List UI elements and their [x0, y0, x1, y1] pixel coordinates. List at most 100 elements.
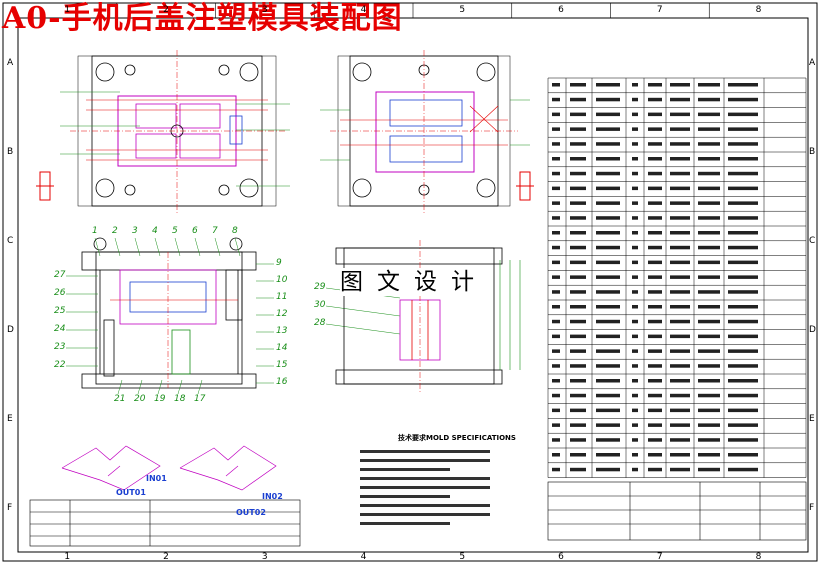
spec-text-mark — [360, 486, 490, 489]
bom-cell-mark — [552, 260, 560, 265]
bom-cell-mark — [596, 319, 620, 324]
bom-cell-mark — [698, 171, 720, 176]
bom-cell-mark — [728, 393, 758, 398]
bom-cell-mark — [570, 364, 586, 368]
bom-cell-mark — [728, 201, 758, 205]
spec-text-mark — [360, 459, 490, 462]
bom-cell-mark — [570, 112, 586, 117]
spec-text-mark — [360, 468, 450, 471]
bom-cell-mark — [698, 379, 720, 383]
bom-cell-mark — [552, 245, 560, 250]
bom-cell-mark — [552, 379, 560, 383]
bom-cell-mark — [570, 379, 586, 383]
bom-cell-mark — [670, 171, 690, 176]
bom-cell-mark — [648, 171, 662, 176]
bom-cell-mark — [728, 83, 758, 87]
bom-cell-mark — [728, 438, 758, 442]
bom-cell-mark — [728, 245, 758, 250]
bom-cell-mark — [648, 245, 662, 250]
bom-cell-mark — [570, 275, 586, 279]
bom-cell-mark — [648, 423, 662, 427]
top-view-left — [60, 50, 290, 214]
part-number: 20 — [134, 394, 146, 404]
bom-cell-mark — [648, 216, 662, 220]
bom-cell-mark — [632, 290, 638, 294]
bom-cell-mark — [552, 186, 560, 191]
bom-cell-mark — [698, 245, 720, 250]
part-number: 3 — [132, 226, 138, 236]
bom-cell-mark — [596, 393, 620, 398]
part-number: 12 — [276, 309, 288, 319]
bom-cell-mark — [552, 349, 560, 353]
bom-cell-mark — [596, 290, 620, 294]
zone-label-right: B — [809, 146, 816, 157]
bom-cell-mark — [698, 260, 720, 265]
bom-cell-mark — [670, 319, 690, 324]
bom-cell-mark — [648, 157, 662, 161]
zone-label-right: E — [809, 413, 815, 424]
bom-cell-mark — [552, 319, 560, 324]
bom-cell-mark — [570, 260, 586, 265]
bom-cell-mark — [728, 157, 758, 161]
part-number: 26 — [54, 288, 66, 298]
bom-cell-mark — [698, 157, 720, 161]
water-in-label-1: IN01 — [146, 474, 167, 483]
bom-cell-mark — [596, 260, 620, 265]
part-number: 13 — [276, 326, 288, 336]
bom-cell-mark — [570, 393, 586, 398]
zone-label-right: C — [809, 235, 816, 246]
zone-label-right: A — [809, 57, 816, 68]
bom-cell-mark — [670, 216, 690, 220]
bom-cell-mark — [632, 127, 638, 131]
bom-cell-mark — [596, 216, 620, 220]
bom-cell-mark — [728, 364, 758, 368]
bom-cell-mark — [698, 305, 720, 309]
bom-cell-mark — [596, 275, 620, 279]
section-view-side — [335, 240, 521, 392]
bom-cell-mark — [670, 275, 690, 279]
bom-cell-mark — [552, 127, 560, 131]
bom-cell-mark — [648, 319, 662, 324]
bom-cell-mark — [728, 334, 758, 339]
leader-line — [114, 237, 121, 257]
bom-cell-mark — [648, 201, 662, 205]
zone-label-left: D — [7, 324, 14, 335]
bom-cell-mark — [698, 83, 720, 87]
bom-cell-mark — [648, 97, 662, 102]
zone-label-bottom: 7 — [656, 552, 663, 562]
bom-cell-mark — [728, 305, 758, 309]
leader-line — [325, 305, 401, 317]
leader-line — [194, 237, 201, 257]
bom-cell-mark — [552, 467, 560, 472]
bom-cell-mark — [570, 334, 586, 339]
bom-cell-mark — [670, 97, 690, 102]
bom-cell-mark — [648, 408, 662, 413]
bom-cell-mark — [596, 201, 620, 205]
bom-cell-mark — [698, 186, 720, 191]
bom-cell-mark — [648, 305, 662, 309]
part-number: 18 — [174, 394, 186, 404]
bom-cell-mark — [552, 112, 560, 117]
zone-label-bottom: 3 — [261, 552, 268, 562]
bom-cell-mark — [670, 231, 690, 235]
zone-label-top: 7 — [656, 5, 663, 15]
bom-cell-mark — [570, 245, 586, 250]
bom-cell-mark — [632, 379, 638, 383]
bom-cell-mark — [728, 275, 758, 279]
part-number: 19 — [154, 394, 166, 404]
bom-cell-mark — [552, 157, 560, 161]
part-number: 4 — [152, 226, 158, 236]
bom-cell-mark — [552, 171, 560, 176]
part-number: 17 — [194, 394, 206, 404]
part-number: 7 — [212, 226, 218, 236]
watermark-text: 图文设计 — [340, 268, 488, 296]
bom-cell-mark — [670, 379, 690, 383]
bom-cell-mark — [670, 127, 690, 131]
zone-label-bottom: 2 — [163, 552, 169, 562]
bom-cell-mark — [670, 245, 690, 250]
leader-line — [137, 379, 143, 395]
bom-cell-mark — [728, 216, 758, 220]
bom-cell-mark — [670, 260, 690, 265]
bom-cell-mark — [698, 453, 720, 457]
